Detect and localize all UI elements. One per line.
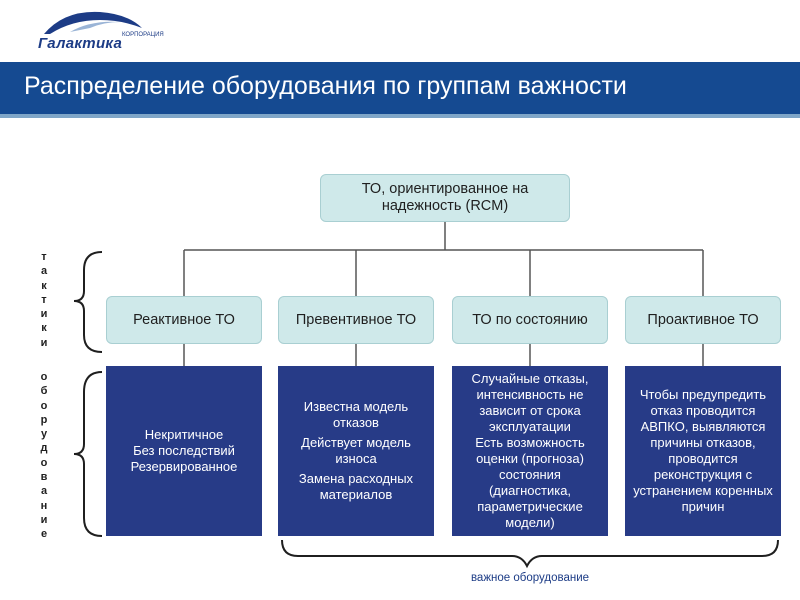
header-band: Галактика КОРПОРАЦИЯ [0, 0, 800, 58]
description-line: Резервированное [130, 459, 238, 474]
side-label-letter: к [41, 322, 47, 335]
description-box-reactive: Некритичное Без последствий Резервирован… [106, 366, 262, 536]
description-box-proactive: Чтобы предупредить отказ проводится АВПК… [625, 366, 781, 536]
description-line: Некритичное [144, 427, 224, 442]
side-label-letter: о [40, 399, 48, 412]
description-line: Чтобы предупредить отказ проводится АВПК… [633, 387, 773, 514]
side-label-letter: д [40, 442, 48, 455]
description-line: Известна модель отказов [303, 399, 409, 430]
description-line: Замена расходных материалов [298, 471, 414, 502]
side-label-letter: а [40, 485, 48, 498]
side-label-letter: и [40, 308, 48, 321]
side-label-letter: и [40, 336, 48, 349]
important-equipment-brace-icon [281, 539, 779, 569]
description-line: Действует модель износа [301, 435, 411, 466]
side-label-letter: т [41, 293, 47, 306]
side-label-letter: к [41, 279, 47, 292]
tactics-brace-icon [73, 251, 103, 353]
logo-text: Галактика [38, 35, 123, 52]
equipment-brace-icon [73, 371, 103, 537]
title-bar: Распределение оборудования по группам ва… [0, 62, 800, 118]
description-box-preventive: Известна модель отказов Действует модель… [278, 366, 434, 536]
side-label-letter: у [40, 428, 48, 441]
side-label-letter: е [40, 528, 48, 541]
side-label-letter: р [40, 413, 48, 426]
rcm-root-box: ТО, ориентированное на надежность (RCM) [320, 174, 570, 222]
side-label-letter: т [41, 251, 47, 263]
tactic-box-preventive: Превентивное ТО [278, 296, 434, 344]
description-box-condition: Случайные отказы, интенсивность не завис… [452, 366, 608, 536]
side-label-letter: в [40, 471, 48, 484]
page-title: Распределение оборудования по группам ва… [24, 72, 627, 100]
side-label-letter: о [40, 371, 48, 383]
side-label-letter: н [40, 499, 48, 512]
logo-swoosh-icon [44, 11, 142, 34]
description-line: Без последствий [133, 443, 235, 458]
tactic-box-condition: ТО по состоянию [452, 296, 608, 344]
important-equipment-label: важное оборудование [470, 572, 590, 584]
description-line: Есть возможность оценки (прогноза) состо… [475, 435, 585, 530]
galaktika-logo: Галактика КОРПОРАЦИЯ [30, 8, 164, 54]
description-line: Случайные отказы, интенсивность не завис… [471, 371, 589, 434]
side-label-letter: б [40, 385, 48, 398]
logo-subtext: КОРПОРАЦИЯ [122, 32, 164, 38]
tactic-box-reactive: Реактивное ТО [106, 296, 262, 344]
side-label-letter: а [40, 265, 48, 278]
tactic-box-proactive: Проактивное ТО [625, 296, 781, 344]
side-label-letter: о [40, 456, 48, 469]
side-label-letter: и [40, 513, 48, 526]
